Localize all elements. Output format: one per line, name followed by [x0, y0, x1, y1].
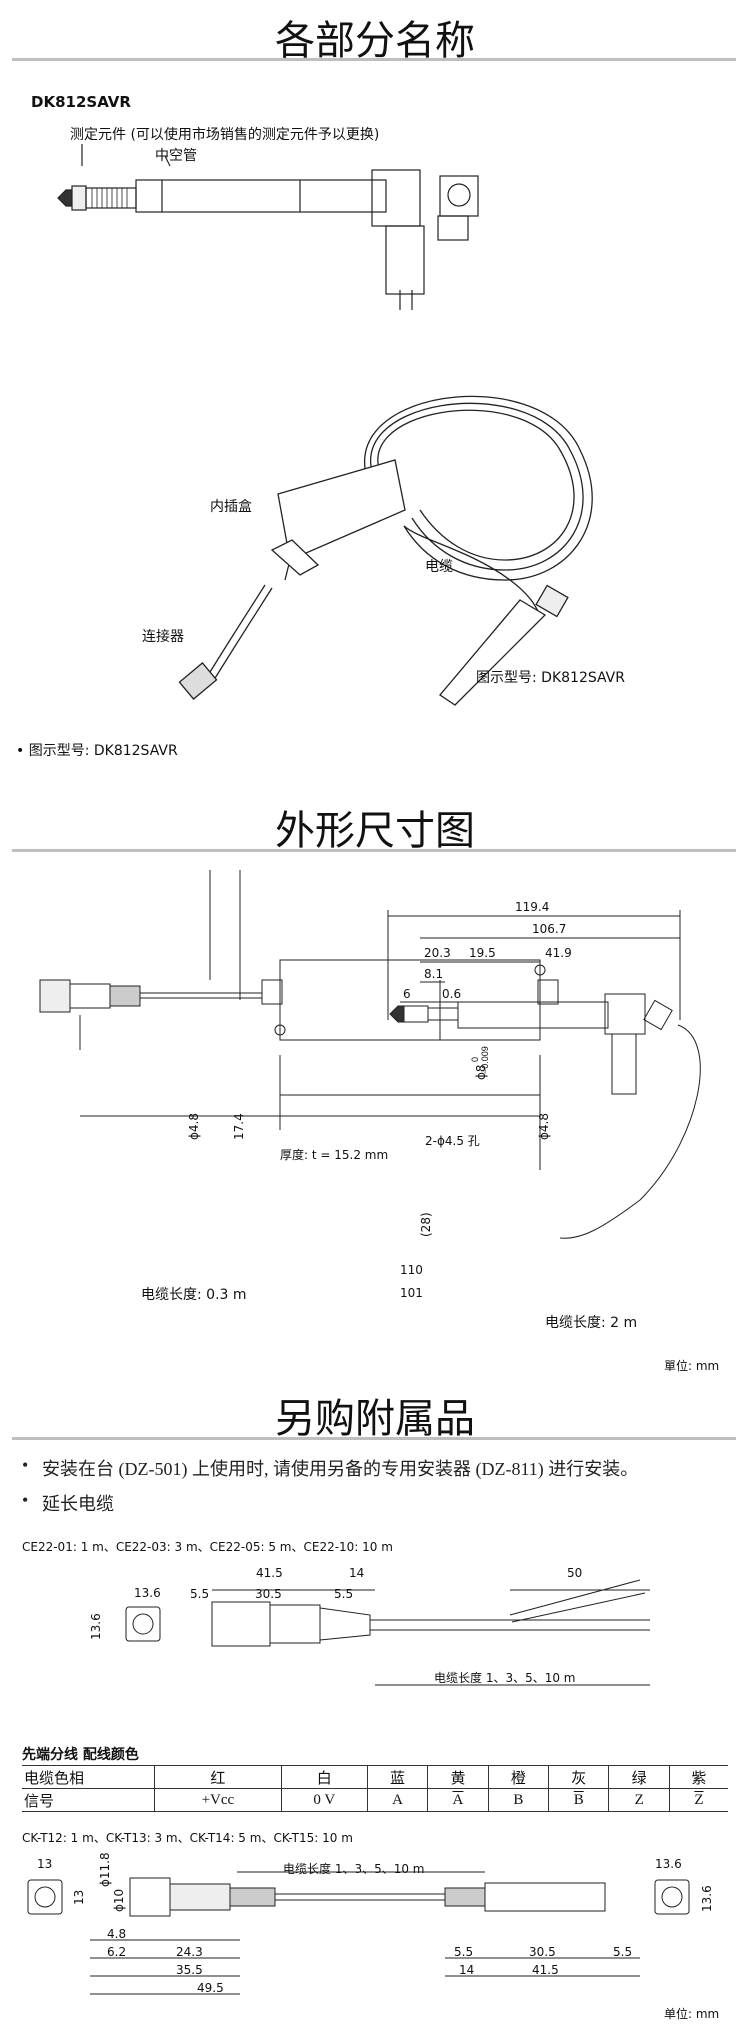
holes-label: 2-ϕ4.5 孔 — [425, 1134, 480, 1148]
ck-dim-13-horizontal: 13 — [37, 1857, 53, 1871]
dim-0-6: 0.6 — [442, 987, 462, 1001]
dimension-drawing — [39, 870, 701, 1239]
unit-label: 單位: mm — [664, 1359, 720, 1373]
dim-phi4-8-left: ϕ4.8 — [187, 1113, 201, 1140]
section-divider — [12, 1437, 736, 1440]
table-cell: B — [487, 1788, 549, 1812]
table-cell: 0 V — [280, 1788, 368, 1812]
ck-dim-5-5-left: 5.5 — [454, 1945, 474, 1959]
ce-dim-50: 50 — [567, 1566, 583, 1580]
dim-8-1: 8.1 — [424, 967, 444, 981]
ck-dim-6-2: 6.2 — [107, 1945, 127, 1959]
bullet-item: 延长电缆 — [22, 1490, 638, 1516]
dim-6: 6 — [403, 987, 411, 1001]
ck-dim-phi10: ϕ10 — [112, 1888, 126, 1912]
table-cell: 灰 — [548, 1765, 609, 1789]
ck-dim-4-8: 4.8 — [107, 1927, 127, 1941]
table-cell: A — [366, 1788, 428, 1812]
probe-drawing — [57, 144, 479, 310]
section-title-accessories: 另购附属品 — [275, 1396, 475, 1442]
table-row: 电缆色相 红 白 蓝 黄 橙 灰 绿 紫 — [22, 1765, 728, 1789]
ce-cable-length: 电缆长度 1、3、5、10 m — [434, 1671, 576, 1685]
ck-dim-30-5: 30.5 — [529, 1945, 556, 1959]
probe-label: 测定元件 (可以使用市场销售的测定元件予以更换) — [70, 127, 380, 143]
ce-dim-5-5-right: 5.5 — [334, 1587, 354, 1601]
ck-dim-41-5: 41.5 — [532, 1963, 559, 1977]
ck-cable-length: 电缆长度 1、3、5、10 m — [283, 1862, 425, 1876]
table-cell: 信号 — [22, 1788, 155, 1812]
accessory-bullets: 安装在台 (DZ-501) 上使用时, 请使用另备的专用安装器 (DZ-811)… — [22, 1455, 638, 1525]
section-title-dimensions: 外形尺寸图 — [275, 808, 475, 854]
cable-assembly-drawing — [178, 395, 593, 706]
ce-dim-14: 14 — [349, 1566, 365, 1580]
dim-phi8-tolerance-lower: −0.009 — [480, 1046, 490, 1074]
ck-dim-5-5-right: 5.5 — [613, 1945, 633, 1959]
dim-28: (28) — [419, 1212, 433, 1237]
table-cell: 橙 — [487, 1765, 549, 1789]
ck-dim-13-vertical: 13 — [72, 1889, 86, 1905]
ce-dim-13-6-horizontal: 13.6 — [134, 1586, 161, 1600]
table-cell: 红 — [154, 1765, 282, 1789]
dim-17-4: 17.4 — [232, 1113, 246, 1140]
ck-dim-35-5: 35.5 — [176, 1963, 203, 1977]
ce-dim-30-5: 30.5 — [255, 1587, 282, 1601]
ck-dim-14: 14 — [459, 1963, 475, 1977]
ce-dim-13-6-vertical: 13.6 — [89, 1613, 103, 1640]
interpolator-label: 内插盒 — [210, 499, 252, 515]
wiring-table: 电缆色相 红 白 蓝 黄 橙 灰 绿 紫 信号 +Vcc 0 V A A B B… — [22, 1765, 728, 1812]
dim-106-7: 106.7 — [532, 922, 567, 936]
dim-19-5: 19.5 — [469, 946, 496, 960]
ce-cable-drawing — [125, 1579, 650, 1686]
table-cell: 黄 — [427, 1765, 489, 1789]
table-cell: B — [548, 1788, 609, 1812]
ck-dim-49-5: 49.5 — [197, 1981, 224, 1995]
ck-models: CK-T12: 1 m、CK-T13: 3 m、CK-T14: 5 m、CK-T… — [22, 1831, 353, 1845]
connector-label: 连接器 — [142, 629, 184, 645]
dim-119-4: 119.4 — [515, 900, 550, 914]
dim-110: 110 — [400, 1263, 423, 1277]
dim-phi4-8-right: ϕ4.8 — [537, 1113, 551, 1140]
ce-models: CE22-01: 1 m、CE22-03: 3 m、CE22-05: 5 m、C… — [22, 1540, 393, 1554]
ck-dim-phi11-8: ϕ11.8 — [98, 1852, 112, 1887]
dim-41-9: 41.9 — [545, 946, 572, 960]
ck-dim-24-3: 24.3 — [176, 1945, 203, 1959]
table-cell: 蓝 — [366, 1765, 428, 1789]
dim-phi8-tolerance-upper: 0 — [470, 1056, 480, 1062]
figure-model-label: 图示型号: DK812SAVR — [476, 670, 625, 686]
table-cell: 紫 — [668, 1765, 728, 1789]
model-label: DK812SAVR — [31, 93, 131, 111]
ck-cable-drawing — [27, 1871, 690, 1995]
table-row: 信号 +Vcc 0 V A A B B Z Z — [22, 1788, 728, 1812]
section-divider — [12, 849, 736, 852]
table-cell: 电缆色相 — [22, 1765, 155, 1789]
dim-20-3: 20.3 — [424, 946, 451, 960]
bullet-item: 安装在台 (DZ-501) 上使用时, 请使用另备的专用安装器 (DZ-811)… — [22, 1455, 638, 1481]
cable-label: 电缆 — [425, 559, 453, 575]
ck-dim-13-6-vertical: 13.6 — [700, 1885, 714, 1912]
thickness-label: 厚度: t = 15.2 mm — [280, 1148, 389, 1162]
ck-dim-13-6-horizontal: 13.6 — [655, 1857, 682, 1871]
section-title-parts: 各部分名称 — [275, 18, 475, 64]
figure-model-footnote: • 图示型号: DK812SAVR — [16, 743, 178, 759]
table-cell: Z — [668, 1788, 728, 1812]
ce-dim-5-5-left: 5.5 — [190, 1587, 210, 1601]
cable-length-long: 电缆长度: 2 m — [545, 1315, 638, 1331]
cable-length-short: 电缆长度: 0.3 m — [141, 1287, 247, 1303]
table-cell: 白 — [280, 1765, 368, 1789]
table-cell: Z — [608, 1788, 670, 1812]
table-cell: 绿 — [608, 1765, 670, 1789]
wiring-title: 先端分线 配线颜色 — [22, 1747, 139, 1763]
section-divider — [12, 58, 736, 61]
unit-label: 单位: mm — [664, 2007, 720, 2021]
hollow-tube-label: 中空管 — [155, 148, 197, 164]
dim-101: 101 — [400, 1286, 423, 1300]
ce-dim-41-5: 41.5 — [256, 1566, 283, 1580]
table-cell: +Vcc — [154, 1788, 282, 1812]
table-cell: A — [427, 1788, 489, 1812]
